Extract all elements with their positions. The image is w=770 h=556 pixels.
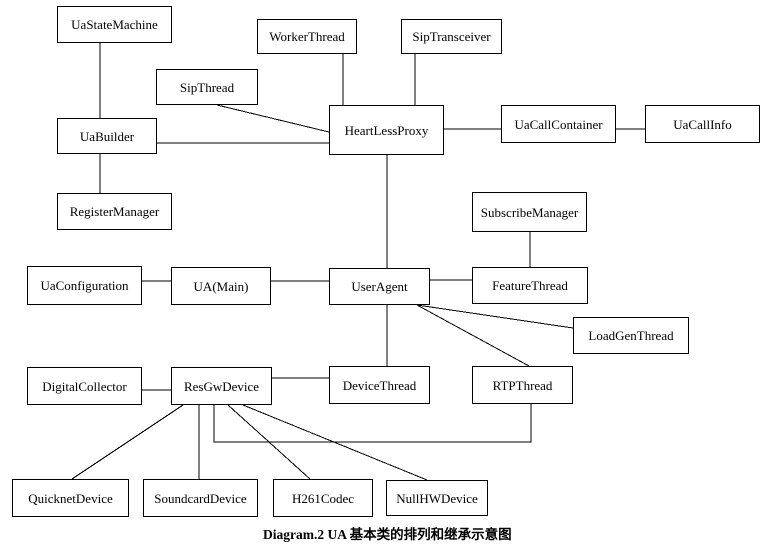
- edge-sipthread-heartlessproxy: [216, 104, 330, 133]
- node-worker-thread: WorkerThread: [257, 19, 357, 54]
- node-feature-thread: FeatureThread: [472, 267, 588, 304]
- node-rtp-thread: RTPThread: [472, 366, 573, 404]
- node-subscribe-manager: SubscribeManager: [472, 192, 587, 232]
- edge-resgwdevice-quicknetdevice: [71, 404, 184, 480]
- node-soundcard-device: SoundcardDevice: [143, 479, 258, 517]
- node-sip-transceiver: SipTransceiver: [401, 19, 502, 54]
- node-quicknet-device: QuicknetDevice: [12, 479, 129, 517]
- node-load-gen-thread: LoadGenThread: [573, 317, 689, 354]
- node-device-thread: DeviceThread: [329, 366, 430, 404]
- node-heart-less-proxy: HeartLessProxy: [329, 105, 444, 155]
- node-null-hw-device: NullHWDevice: [386, 480, 488, 516]
- node-ua-main: UA(Main): [171, 267, 271, 305]
- edge-useragent-loadgenthread: [416, 304, 574, 329]
- node-ua-configuration: UaConfiguration: [27, 266, 142, 305]
- node-ua-call-info: UaCallInfo: [645, 105, 760, 143]
- edge-resgwdevice-rtpthread: [213, 404, 532, 443]
- node-sip-thread: SipThread: [156, 69, 258, 105]
- node-ua-state-machine: UaStateMachine: [57, 6, 172, 43]
- node-user-agent: UserAgent: [329, 268, 430, 305]
- edge-useragent-rtpthread: [416, 304, 530, 367]
- node-register-manager: RegisterManager: [57, 193, 172, 230]
- diagram-caption: Diagram.2 UA 基本类的排列和继承示意图: [263, 527, 512, 542]
- node-digital-collector: DigitalCollector: [27, 367, 142, 405]
- node-h261-codec: H261Codec: [273, 479, 373, 517]
- node-res-gw-device: ResGwDevice: [171, 367, 272, 405]
- node-ua-call-container: UaCallContainer: [501, 105, 616, 143]
- node-ua-builder: UaBuilder: [57, 118, 157, 154]
